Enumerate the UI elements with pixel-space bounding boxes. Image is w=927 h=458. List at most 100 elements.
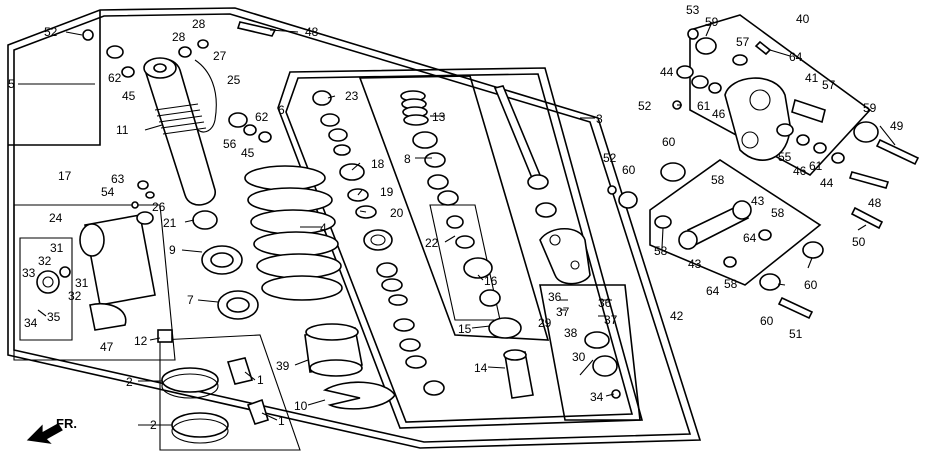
callout-56: 56 xyxy=(223,137,237,151)
callout-20: 20 xyxy=(390,206,404,220)
leader-lines xyxy=(18,21,896,426)
callout-21: 21 xyxy=(163,216,177,230)
callout-8: 8 xyxy=(404,152,411,166)
callout-53: 53 xyxy=(686,3,700,17)
callout-34: 34 xyxy=(590,390,604,404)
callout-36: 36 xyxy=(548,290,562,304)
callout-1: 1 xyxy=(257,373,264,387)
callout-41: 41 xyxy=(805,71,819,85)
callout-28: 28 xyxy=(192,17,206,31)
callout-15: 15 xyxy=(458,322,472,336)
callout-55: 55 xyxy=(778,150,792,164)
callout-38: 38 xyxy=(564,326,578,340)
callout-10: 10 xyxy=(294,399,308,413)
callout-37: 37 xyxy=(604,313,618,327)
callout-11: 11 xyxy=(116,123,129,137)
o-ring-21 xyxy=(192,210,218,230)
callout-59: 59 xyxy=(863,101,877,115)
spring-adjuster-nut-9 xyxy=(201,245,243,275)
callout-52: 52 xyxy=(44,25,58,39)
callout-5: 5 xyxy=(8,77,15,91)
callout-25: 25 xyxy=(227,73,241,87)
callout-28: 28 xyxy=(172,30,186,44)
bolts-right xyxy=(754,40,920,320)
callout-22: 22 xyxy=(425,236,439,250)
collar-41 xyxy=(791,98,826,124)
callout-62: 62 xyxy=(255,110,269,124)
callout-54: 54 xyxy=(101,185,115,199)
lock-nut-7 xyxy=(217,290,259,320)
callout-34: 34 xyxy=(24,316,38,330)
callout-43: 43 xyxy=(751,194,765,208)
callout-32: 32 xyxy=(38,254,52,268)
callout-57: 57 xyxy=(822,78,836,92)
clip-1-lower xyxy=(246,398,269,425)
callout-43: 43 xyxy=(688,257,702,271)
callout-24: 24 xyxy=(49,211,63,225)
callout-23: 23 xyxy=(345,89,359,103)
callout-49: 49 xyxy=(890,119,904,133)
callout-61: 61 xyxy=(697,99,711,113)
top-left-hardware xyxy=(82,21,277,209)
callout-31: 31 xyxy=(75,276,89,290)
callout-60: 60 xyxy=(804,278,818,292)
callout-1: 1 xyxy=(278,414,285,428)
callout-18: 18 xyxy=(371,157,385,171)
callout-16: 16 xyxy=(484,274,498,288)
callout-58: 58 xyxy=(771,206,785,220)
callout-47: 47 xyxy=(100,340,114,354)
callout-3: 3 xyxy=(596,112,603,126)
callout-64: 64 xyxy=(789,50,803,64)
callout-44: 44 xyxy=(660,65,674,79)
link-plate-40 xyxy=(724,77,791,161)
front-direction-arrow: FR. xyxy=(26,416,77,444)
callout-42: 42 xyxy=(670,309,684,323)
callout-12: 12 xyxy=(134,334,148,348)
reservoir-17 xyxy=(79,211,156,306)
callout-46: 46 xyxy=(793,164,807,178)
callout-44: 44 xyxy=(820,176,834,190)
piston-rod xyxy=(493,85,591,285)
callout-32: 32 xyxy=(68,289,82,303)
stopper-plate-10 xyxy=(322,381,396,410)
clip-1-upper xyxy=(226,357,254,385)
callout-19: 19 xyxy=(380,185,394,199)
callout-45: 45 xyxy=(122,89,136,103)
callout-64: 64 xyxy=(706,284,720,298)
callout-6: 6 xyxy=(278,103,285,117)
linkage-arm-42 xyxy=(678,200,752,250)
callout-62: 62 xyxy=(108,71,122,85)
dust-boot-39 xyxy=(304,323,363,377)
callout-46: 46 xyxy=(712,107,726,121)
callout-48: 48 xyxy=(305,25,319,39)
reservoir-small-parts xyxy=(36,266,173,343)
callout-52: 52 xyxy=(603,151,617,165)
callout-26: 26 xyxy=(152,200,166,214)
callout-61: 61 xyxy=(809,159,823,173)
callout-37: 37 xyxy=(556,305,570,319)
callout-4: 4 xyxy=(320,221,327,235)
spring-13-column xyxy=(400,90,522,339)
callout-48: 48 xyxy=(868,196,882,210)
callout-2: 2 xyxy=(126,375,133,389)
callout-7: 7 xyxy=(187,293,194,307)
callout-57: 57 xyxy=(736,35,750,49)
callout-9: 9 xyxy=(169,243,176,257)
band-2-lower xyxy=(171,412,229,444)
callout-52: 52 xyxy=(638,99,652,113)
callout-59: 59 xyxy=(705,15,719,29)
callout-31: 31 xyxy=(50,241,64,255)
callout-45: 45 xyxy=(241,146,255,160)
front-label: FR. xyxy=(56,416,77,431)
callout-63: 63 xyxy=(111,172,125,186)
callout-60: 60 xyxy=(760,314,774,328)
callout-40: 40 xyxy=(796,12,810,26)
callout-64: 64 xyxy=(743,231,757,245)
spring-4 xyxy=(244,165,343,301)
callout-50: 50 xyxy=(852,235,866,249)
callout-27: 27 xyxy=(213,49,227,63)
callout-60: 60 xyxy=(622,163,636,177)
bearings-right xyxy=(607,28,879,291)
